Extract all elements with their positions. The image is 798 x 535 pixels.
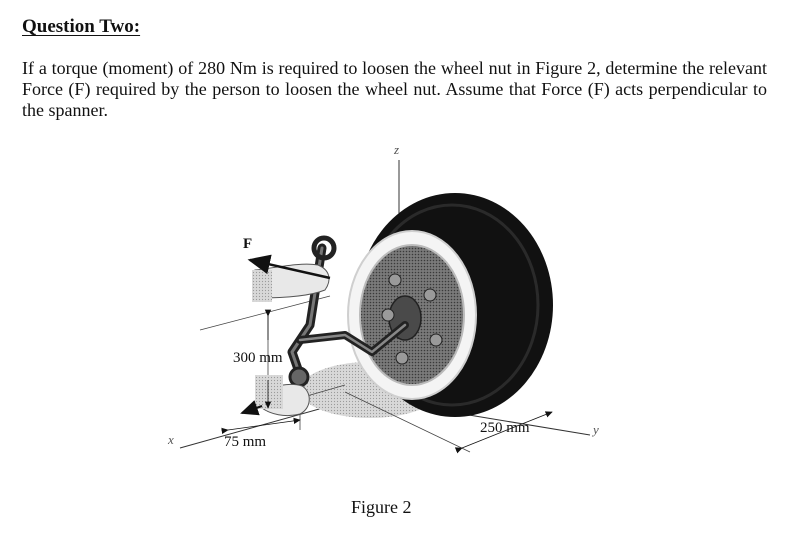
dimension-250-label: 250 mm	[480, 420, 530, 436]
lower-forearm	[255, 375, 283, 409]
figure-caption: Figure 2	[351, 497, 412, 517]
question-text: If a torque (moment) of 280 Nm is requir…	[22, 58, 767, 120]
dimension-ref-line	[344, 391, 471, 453]
lug-nut	[395, 351, 409, 365]
dimension-75-line	[221, 417, 301, 435]
figure-2-illustration: F z x y 300 mm 75 mm 250 mm	[0, 130, 798, 470]
dimension-75-label: 75 mm	[224, 434, 266, 450]
dimension-300-label: 300 mm	[233, 350, 283, 366]
question-heading: Question Two:	[22, 16, 141, 37]
dimension-250-line	[454, 411, 553, 454]
upper-forearm	[252, 270, 272, 302]
lug-nut	[381, 308, 395, 322]
lug-nut	[388, 273, 402, 287]
spanner-ring	[311, 235, 337, 261]
spanner-arm-highlight	[298, 323, 407, 354]
force-arrow	[247, 254, 331, 280]
spanner-socket	[288, 366, 310, 388]
lug-nut	[423, 288, 437, 302]
wheel-spanner-diagram: F z x y 300 mm 75 mm 250 mm	[167, 142, 599, 454]
x-direction-arrow	[240, 400, 263, 416]
z-axis-label: z	[393, 142, 399, 157]
force-label: F	[243, 236, 252, 252]
x-axis-label: x	[167, 432, 174, 447]
lug-nut	[429, 333, 443, 347]
y-axis-label: y	[591, 422, 599, 437]
